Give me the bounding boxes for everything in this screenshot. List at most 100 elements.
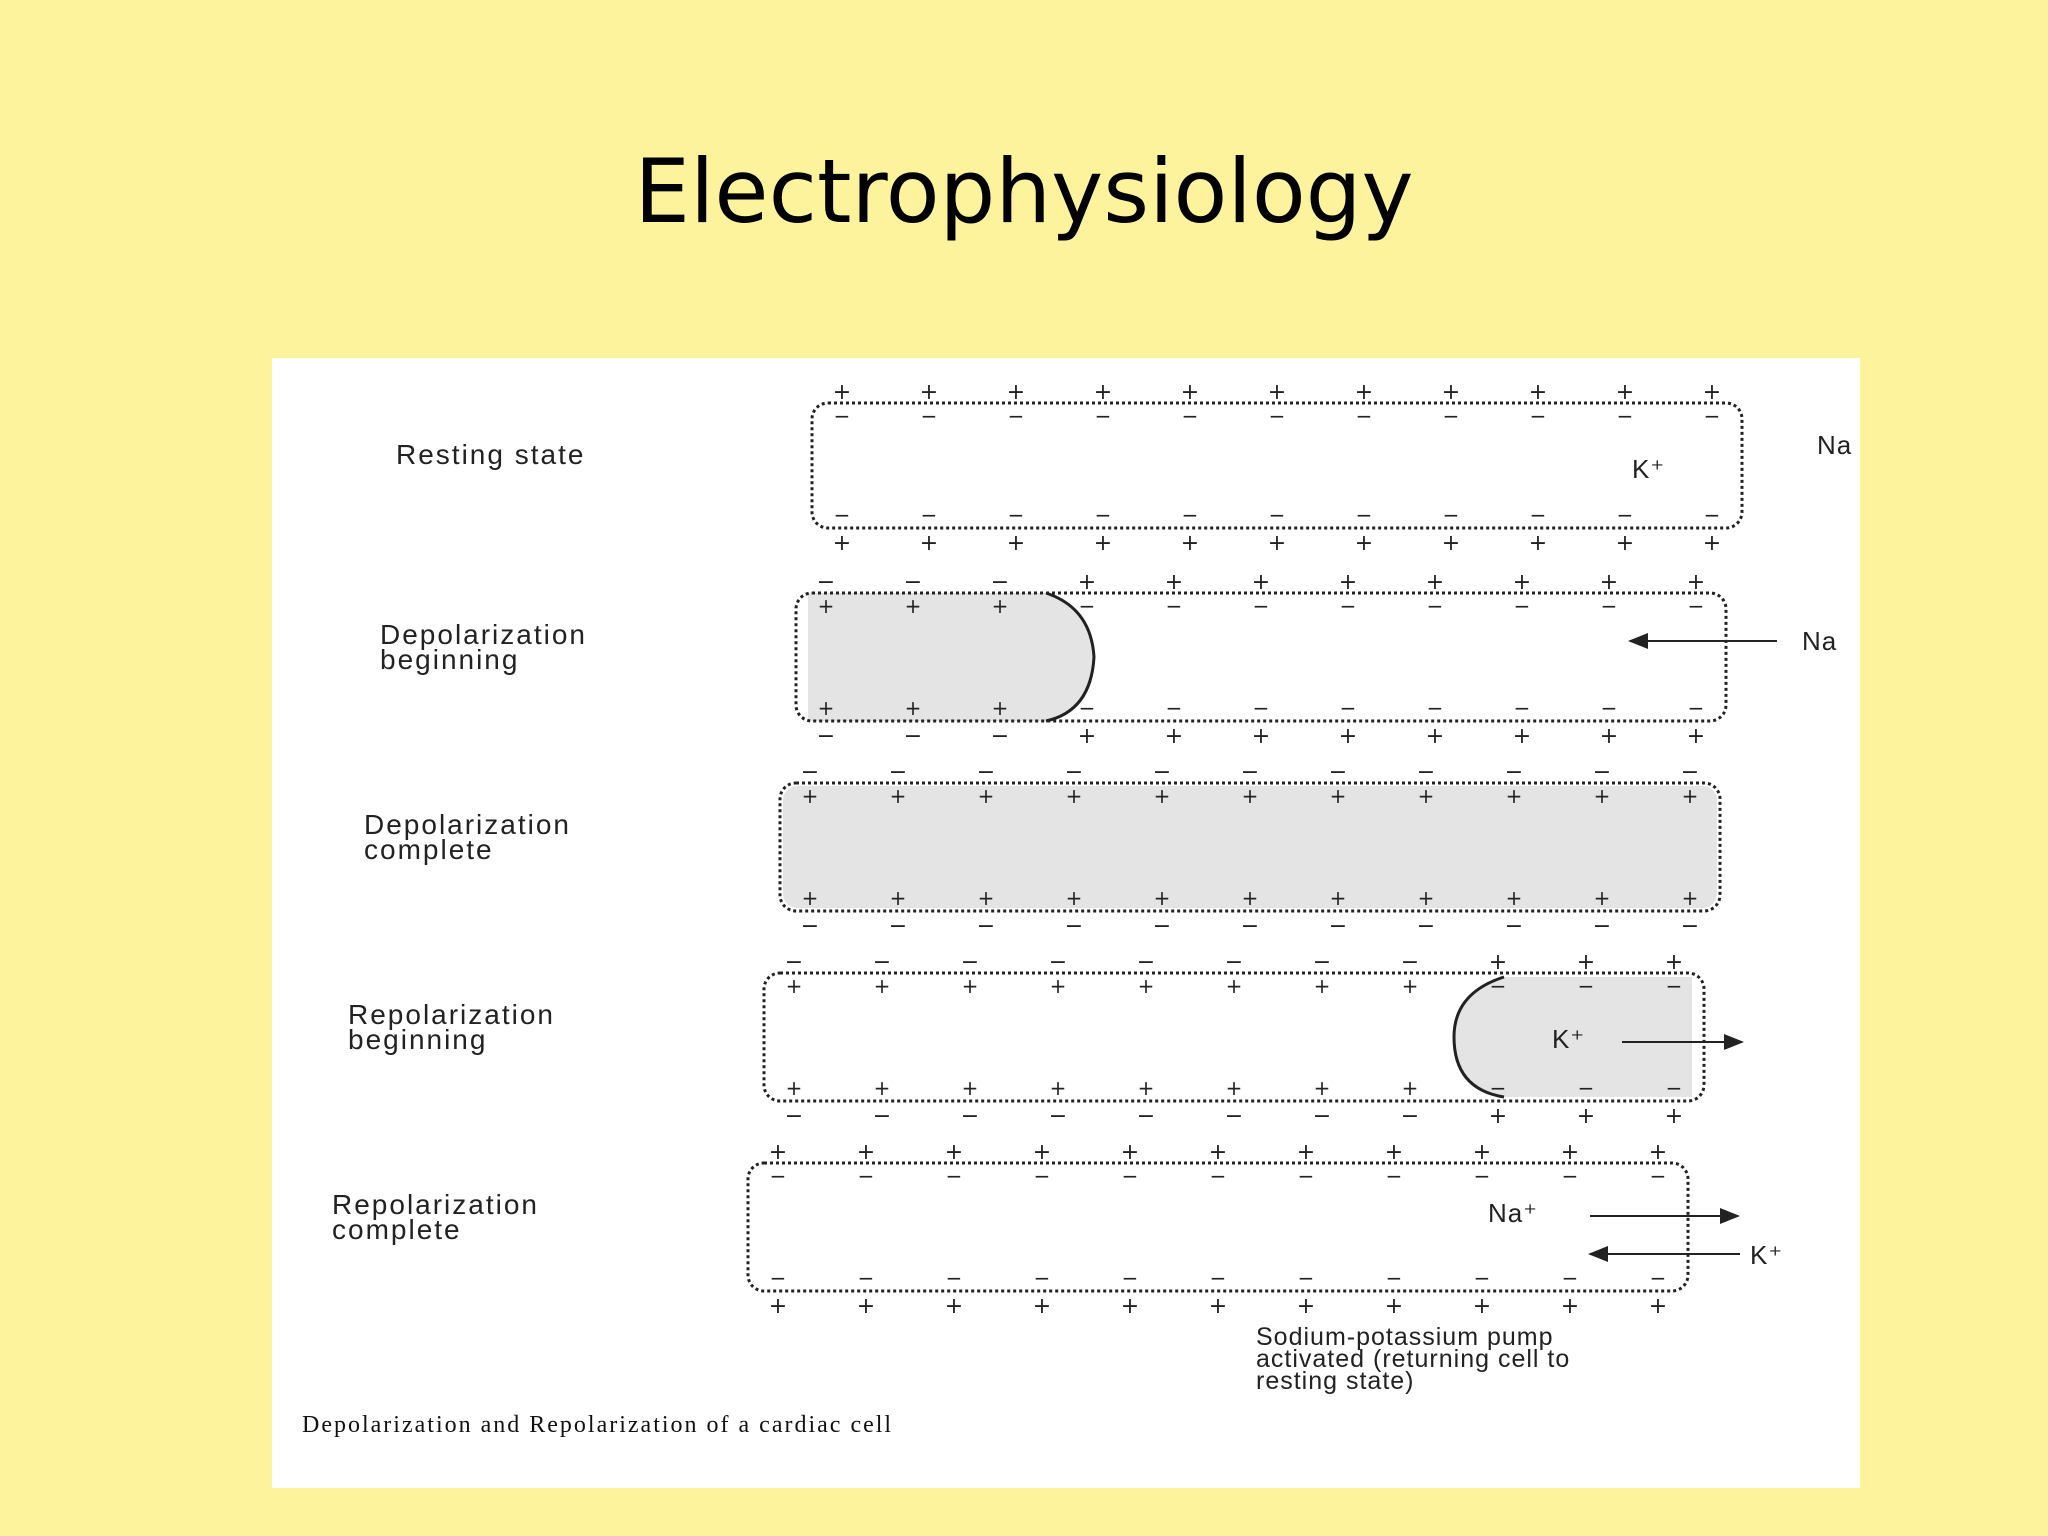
charge-inside-top: − — [1269, 404, 1286, 428]
charge-inside-bottom: − — [921, 503, 938, 527]
charge-inside-top: − — [1340, 594, 1357, 618]
charge-inside-top: − — [921, 404, 938, 428]
charge-outside-top: + — [1703, 380, 1721, 405]
charge-outside-top: + — [1339, 570, 1357, 595]
charge-inside-top: − — [1514, 594, 1531, 618]
charge-inside-top: − — [770, 1164, 787, 1188]
charge-inside-bottom: − — [1008, 503, 1025, 527]
stage-label-resting: Resting state — [396, 439, 586, 470]
charge-outside-top: + — [1489, 950, 1507, 975]
charge-inside-top: − — [1253, 594, 1270, 618]
charge-inside-bottom: − — [1704, 503, 1721, 527]
charge-inside-top: − — [1490, 974, 1507, 998]
charge-inside-top: − — [1182, 404, 1199, 428]
charge-outside-bottom: − — [1153, 914, 1171, 939]
charge-outside-top: + — [1165, 570, 1183, 595]
charge-outside-top: + — [857, 1140, 875, 1165]
charge-inside-bottom: + — [1226, 1076, 1243, 1100]
charge-outside-bottom: − — [961, 1104, 979, 1129]
charge-outside-bottom: − — [889, 914, 907, 939]
charge-outside-top: − — [1153, 760, 1171, 785]
charge-outside-bottom: + — [1687, 724, 1705, 749]
charge-outside-top: + — [945, 1140, 963, 1165]
charge-inside-top: − — [1356, 404, 1373, 428]
charge-outside-bottom: − — [1401, 1104, 1419, 1129]
charge-inside-bottom: − — [1386, 1266, 1403, 1290]
charge-outside-bottom: + — [1703, 531, 1721, 556]
charge-outside-top: + — [1268, 380, 1286, 405]
charge-inside-top: − — [1122, 1164, 1139, 1188]
charge-inside-bottom: − — [1490, 1076, 1507, 1100]
ion-label-k-resting: K⁺ — [1632, 454, 1666, 484]
charge-outside-bottom: + — [1665, 1104, 1683, 1129]
charge-inside-top: − — [1034, 1164, 1051, 1188]
charge-inside-top: + — [1594, 784, 1611, 808]
charge-inside-top: − — [1562, 1164, 1579, 1188]
charge-outside-bottom: + — [1078, 724, 1096, 749]
charge-inside-bottom: + — [890, 886, 907, 910]
charge-outside-top: − — [1225, 950, 1243, 975]
charge-inside-top: − — [1166, 594, 1183, 618]
charge-inside-top: − — [1578, 974, 1595, 998]
charge-outside-bottom: + — [1529, 531, 1547, 556]
charge-outside-top: − — [873, 950, 891, 975]
charge-inside-bottom: − — [1182, 503, 1199, 527]
charge-outside-top: + — [1181, 380, 1199, 405]
charge-outside-top: + — [769, 1140, 787, 1165]
charge-inside-bottom: + — [1314, 1076, 1331, 1100]
charge-inside-bottom: − — [1601, 696, 1618, 720]
charge-outside-top: + — [1616, 380, 1634, 405]
charge-inside-top: + — [802, 784, 819, 808]
charge-outside-top: − — [1329, 760, 1347, 785]
charge-outside-bottom: + — [1355, 531, 1373, 556]
charge-outside-bottom: − — [1329, 914, 1347, 939]
charge-inside-bottom: − — [1269, 503, 1286, 527]
charge-outside-bottom: + — [945, 1294, 963, 1319]
charge-outside-top: + — [920, 380, 938, 405]
charge-outside-bottom: + — [1473, 1294, 1491, 1319]
charge-inside-top: − — [1688, 594, 1705, 618]
charge-outside-bottom: − — [1681, 914, 1699, 939]
charge-outside-bottom: + — [1513, 724, 1531, 749]
charge-outside-top: − — [1681, 760, 1699, 785]
depolarization-wavefront — [1045, 591, 1096, 723]
charge-inside-bottom: + — [1330, 886, 1347, 910]
charge-inside-top: + — [1402, 974, 1419, 998]
charge-outside-top: + — [1297, 1140, 1315, 1165]
cell-diagram: +−−++−−++−−++−−++−−++−−++−−++−−++−−++−−+… — [746, 380, 1777, 1319]
charge-outside-top: + — [1600, 570, 1618, 595]
charge-inside-top: + — [962, 974, 979, 998]
charge-outside-top: + — [1529, 380, 1547, 405]
charge-inside-bottom: + — [1050, 1076, 1067, 1100]
charge-outside-bottom: + — [1616, 531, 1634, 556]
charge-inside-top: − — [1386, 1164, 1403, 1188]
charge-outside-bottom: + — [1489, 1104, 1507, 1129]
charge-inside-bottom: − — [1298, 1266, 1315, 1290]
charge-outside-bottom: − — [1065, 914, 1083, 939]
charge-inside-top: − — [1601, 594, 1618, 618]
charge-inside-bottom: − — [1650, 1266, 1667, 1290]
charge-inside-bottom: − — [1034, 1266, 1051, 1290]
charge-outside-top: + — [1209, 1140, 1227, 1165]
depolarized-region — [1454, 977, 1692, 1097]
charge-outside-bottom: + — [1385, 1294, 1403, 1319]
charge-outside-bottom: + — [1339, 724, 1357, 749]
charge-inside-top: + — [1138, 974, 1155, 998]
charge-inside-bottom: − — [1617, 503, 1634, 527]
charge-inside-bottom: − — [1578, 1076, 1595, 1100]
charge-outside-bottom: − — [801, 914, 819, 939]
charge-inside-top: − — [1650, 1164, 1667, 1188]
charge-inside-bottom: − — [858, 1266, 875, 1290]
charge-inside-bottom: + — [1682, 886, 1699, 910]
charge-inside-bottom: + — [874, 1076, 891, 1100]
charge-outside-top: + — [1078, 570, 1096, 595]
pump-note: Sodium-potassium pump activated (returni… — [1256, 1323, 1571, 1395]
charge-inside-bottom: − — [1095, 503, 1112, 527]
ion-label-na-resting: Na — [1817, 430, 1853, 460]
charge-outside-top: − — [1137, 950, 1155, 975]
charge-outside-top: − — [1593, 760, 1611, 785]
charge-outside-bottom: + — [1094, 531, 1112, 556]
stage-label-depol-complete: Depolarization complete — [364, 809, 571, 865]
charge-inside-bottom: + — [1066, 886, 1083, 910]
charge-outside-bottom: − — [991, 724, 1009, 749]
